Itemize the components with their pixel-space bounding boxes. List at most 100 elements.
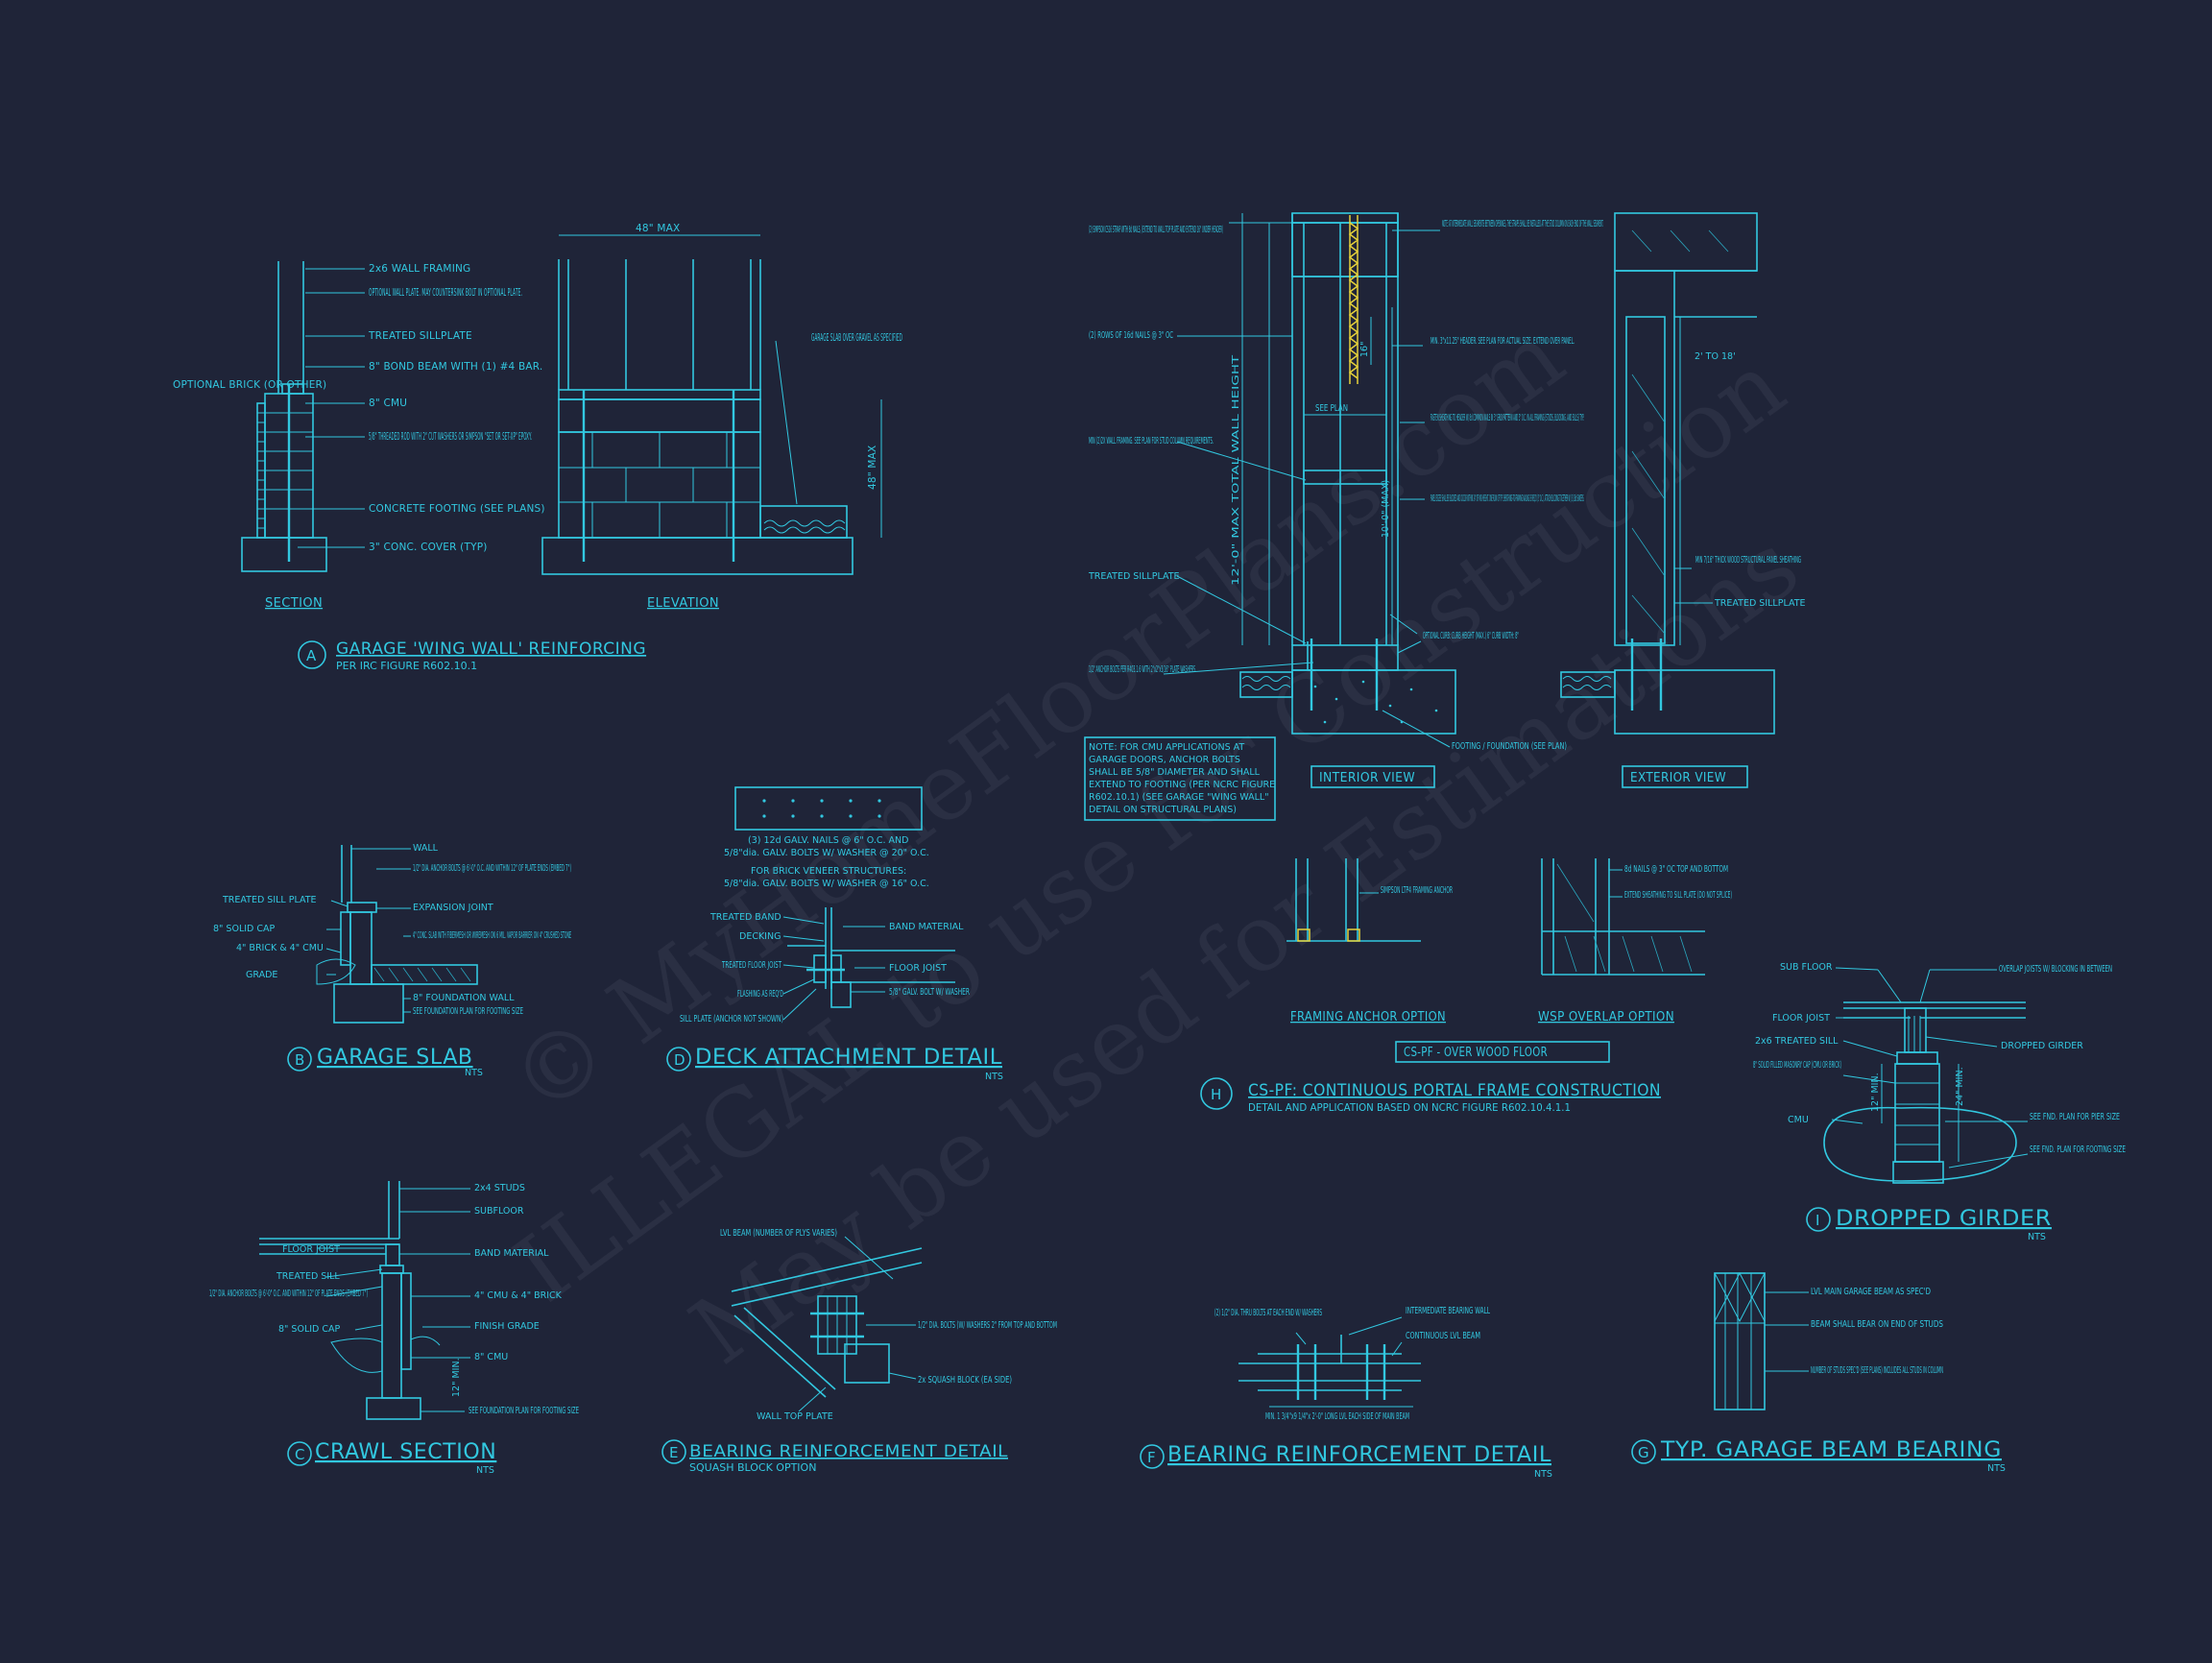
- detail-i-dropped-girder: 24" MIN. 12" MIN. SUB FLOOR OVERLAP JOIS…: [1753, 962, 2126, 1242]
- detail-a-section: OPTIONAL BRICK (OR OTHER) 2x6 WALL FRAMI…: [173, 261, 545, 611]
- dim-12-min: 12" MIN.: [451, 1358, 462, 1397]
- detail-a-wing-wall: OPTIONAL BRICK (OR OTHER) 2x6 WALL FRAMI…: [173, 223, 902, 672]
- note-optional-wall-plate: OPTIONAL WALL PLATE. MAY COUNTERSINK BOL…: [369, 287, 522, 299]
- note-pier-size: SEE FND. PLAN FOR PIER SIZE: [2030, 1112, 2120, 1122]
- note-conc-cover: 3" CONC. COVER (TYP): [369, 542, 488, 553]
- interior-view: 12'-0" MAX TOTAL WALL HEIGHT 10'-0" (MAX…: [1088, 212, 1603, 788]
- wsp-overlap-option: 8d NAILS @ 3" OC TOP AND BOTTOM EXTEND S…: [1538, 858, 1732, 1024]
- dim-wall-max: 10'-0" (MAX): [1381, 480, 1391, 538]
- note-h-anchor-bolts: 1/2" ANCHOR BOLTS PER R403.1.6 WITH 2"x2…: [1089, 664, 1196, 675]
- note-solid-filled-cap: 8" SOLID FILLED MASONRY CAP (CMU OR BRIC…: [1753, 1060, 1841, 1071]
- dim-48-max-width: 48" MAX: [636, 223, 680, 234]
- note-decking: DECKING: [739, 931, 781, 942]
- note-girder-footing-size: SEE FND. PLAN FOR FOOTING SIZE: [2030, 1145, 2126, 1155]
- note-sill-plate: SILL PLATE (ANCHOR NOT SHOWN): [680, 1014, 783, 1024]
- note-ext-treated-sillplate: TREATED SILLPLATE: [1714, 598, 1806, 609]
- detail-a-subtitle: PER IRC FIGURE R602.10.1: [336, 660, 477, 672]
- note-cmu-brick: 4" CMU & 4" BRICK: [474, 1290, 563, 1301]
- note-treated-band: TREATED BAND: [709, 912, 781, 923]
- detail-f-badge: F: [1147, 1449, 1156, 1466]
- note-deck-floor-joist: FLOOR JOIST: [889, 963, 947, 974]
- note-bond-beam: 8" BOND BEAM WITH (1) #4 BAR.: [369, 361, 542, 373]
- note-band-material: BAND MATERIAL: [474, 1248, 549, 1259]
- note-flashing: FLASHING AS REQ'D: [737, 989, 783, 1000]
- note-8in-cmu: 8" CMU: [369, 398, 407, 409]
- detail-a-title: GARAGE 'WING WALL' REINFORCING: [336, 639, 646, 659]
- note-number-of-studs: NUMBER OF STUDS SPEC'D (SEE PLANS) INCLU…: [1811, 1365, 1943, 1376]
- note-intermediate-bearing-wall: INTERMEDIATE BEARING WALL: [1406, 1306, 1490, 1316]
- detail-b-garage-slab: WALL 1/2" DIA. ANCHOR BOLTS @ 6'-0" O.C.…: [213, 843, 571, 1078]
- detail-g-title: TYP. GARAGE BEAM BEARING: [1660, 1438, 2002, 1462]
- detail-e-subtitle: SQUASH BLOCK OPTION: [689, 1461, 816, 1474]
- note-2x4-studs: 2x4 STUDS: [474, 1183, 525, 1193]
- detail-e-title: BEARING REINFORCEMENT DETAIL: [689, 1442, 1008, 1461]
- note-intermediate-segments: NOTE: AT INTERMEDIATE WALL SEGMENTS BETW…: [1442, 219, 1603, 229]
- note-treated-floor-joist: TREATED FLOOR JOIST: [721, 960, 781, 971]
- exterior-view: 2' TO 18' MIN 7/16" THICK WOOD STRUCTURA…: [1560, 212, 1806, 788]
- cmu-note-line-4: EXTEND TO FOOTING (PER NCRC FIGURE: [1089, 780, 1275, 790]
- detail-g-scale: NTS: [1987, 1463, 2006, 1474]
- detail-d-title: DECK ATTACHMENT DETAIL: [695, 1046, 1002, 1070]
- note-girder-cmu: CMU: [1788, 1115, 1809, 1125]
- dim-2-to-18: 2' TO 18': [1695, 351, 1736, 362]
- note-lvl-main-garage-beam: LVL MAIN GARAGE BEAM AS SPEC'D: [1811, 1287, 1931, 1297]
- note-panel-edges: PANEL EDGES SHALL BE BLOCKED AND OCCUR W…: [1431, 494, 1584, 504]
- framing-anchor-label: FRAMING ANCHOR OPTION: [1290, 1010, 1446, 1024]
- detail-d-scale: NTS: [985, 1072, 1003, 1082]
- detail-c-title: CRAWL SECTION: [315, 1440, 496, 1464]
- deck-nailing-line-3: FOR BRICK VENEER STRUCTURES:: [751, 866, 906, 877]
- note-min-lvl: MIN. 1 3/4"x9 1/4"x 2'-0" LONG LVL EACH …: [1265, 1411, 1409, 1422]
- note-treated-sill: TREATED SILL: [276, 1271, 340, 1282]
- note-girder-floor-joist: FLOOR JOIST: [1772, 1013, 1830, 1024]
- dim-24-min: 24" MIN.: [1955, 1067, 1965, 1106]
- detail-c-badge: C: [295, 1446, 304, 1463]
- note-min-7-16-sheathing: MIN 7/16" THICK WOOD STRUCTURAL PANEL SH…: [1695, 555, 1801, 566]
- note-threaded-rod: 5/8" THREADED ROD WITH 2" CUT WASHERS OR…: [369, 431, 532, 443]
- detail-f-bearing-reinforcement: (2) 1/2" DIA. THRU BOLTS AT EACH END W/ …: [1140, 1306, 1552, 1480]
- note-conc-slab: 4" CONC. SLAB WITH FIBERMESH OR WIREMESH…: [413, 930, 571, 941]
- note-treated-sill-plate: TREATED SILL PLATE: [222, 895, 317, 905]
- dim-header-16: 16": [1359, 342, 1370, 357]
- watermark-line-2: ILLEGAL to use for Construction: [496, 332, 1804, 1323]
- cmu-note-line-5: R602.10.1) (SEE GARAGE "WING WALL": [1089, 792, 1269, 803]
- watermark: © MyHomeFloorPlans.com ILLEGAL to use fo…: [492, 302, 1817, 1386]
- note-sub-floor: SUB FLOOR: [1780, 962, 1833, 973]
- note-lvl-beam: LVL BEAM (NUMBER OF PLYS VARIES): [720, 1228, 837, 1239]
- detail-h-subtitle: DETAIL AND APPLICATION BASED ON NCRC FIG…: [1248, 1101, 1571, 1114]
- elevation-label: ELEVATION: [647, 596, 719, 611]
- note-crawl-solid-cap: 8" SOLID CAP: [278, 1324, 341, 1335]
- note-finish-grade: FINISH GRADE: [474, 1321, 540, 1332]
- cmu-note-line-2: GARAGE DOORS, ANCHOR BOLTS: [1089, 755, 1240, 765]
- interior-view-label: INTERIOR VIEW: [1319, 771, 1415, 785]
- detail-h-title: CS-PF: CONTINUOUS PORTAL FRAME CONSTRUCT…: [1248, 1081, 1661, 1100]
- detail-a-badge: A: [306, 647, 317, 664]
- see-plan-label: SEE PLAN: [1315, 403, 1348, 414]
- note-2x6-treated-sill: 2x6 TREATED SILL: [1755, 1036, 1839, 1047]
- note-optional-brick: OPTIONAL BRICK (OR OTHER): [173, 379, 326, 391]
- note-extend-sheathing: EXTEND SHEATHING TO SILL PLATE (DO NOT S…: [1624, 890, 1732, 901]
- dim-48-max-height: 48" MAX: [867, 446, 878, 490]
- detail-e-badge: E: [669, 1444, 678, 1461]
- cmu-note-line-1: NOTE: FOR CMU APPLICATIONS AT: [1089, 742, 1244, 753]
- detail-c-scale: NTS: [476, 1465, 494, 1476]
- detail-d-deck-attachment: (3) 12d GALV. NAILS @ 6" O.C. AND 5/8"di…: [666, 786, 1003, 1082]
- note-expansion-joint: EXPANSION JOINT: [413, 903, 493, 913]
- detail-g-badge: G: [1638, 1444, 1649, 1461]
- note-h-treated-sillplate: TREATED SILLPLATE: [1088, 571, 1180, 582]
- note-overlap-joists: OVERLAP JOISTS W/ BLOCKING IN BETWEEN: [1999, 964, 2112, 975]
- note-optional-curb: OPTIONAL CURB: CURB HEIGHT (MAX.) 6" CUR…: [1423, 631, 1519, 641]
- wsp-overlap-label: WSP OVERLAP OPTION: [1538, 1010, 1674, 1024]
- note-min-header: MIN. 3"x11.25" HEADER. SEE PLAN FOR ACTU…: [1431, 336, 1575, 347]
- note-8in-foundation-wall: 8" FOUNDATION WALL: [413, 993, 515, 1003]
- detail-i-scale: NTS: [2028, 1232, 2046, 1242]
- note-rows-16d: (2) ROWS OF 16d NAILS @ 3" OC: [1089, 330, 1173, 341]
- note-8d-nails: 8d NAILS @ 3" OC TOP AND BOTTOM: [1624, 864, 1728, 875]
- detail-e-squash-block: LVL BEAM (NUMBER OF PLYS VARIES) 1/2" DI…: [661, 1228, 1057, 1474]
- note-simpson-ltp4: SIMPSON LTP4 FRAMING ANCHOR: [1381, 885, 1453, 896]
- framing-anchor-option: SIMPSON LTP4 FRAMING ANCHOR FRAMING ANCH…: [1286, 858, 1453, 1024]
- dim-girder-12-min: 12" MIN.: [1870, 1073, 1881, 1112]
- note-deck-band-material: BAND MATERIAL: [889, 922, 964, 932]
- over-wood-floor-label: CS-PF - OVER WOOD FLOOR: [1404, 1046, 1548, 1060]
- detail-g-garage-beam-bearing: LVL MAIN GARAGE BEAM AS SPEC'D BEAM SHAL…: [1631, 1271, 2006, 1474]
